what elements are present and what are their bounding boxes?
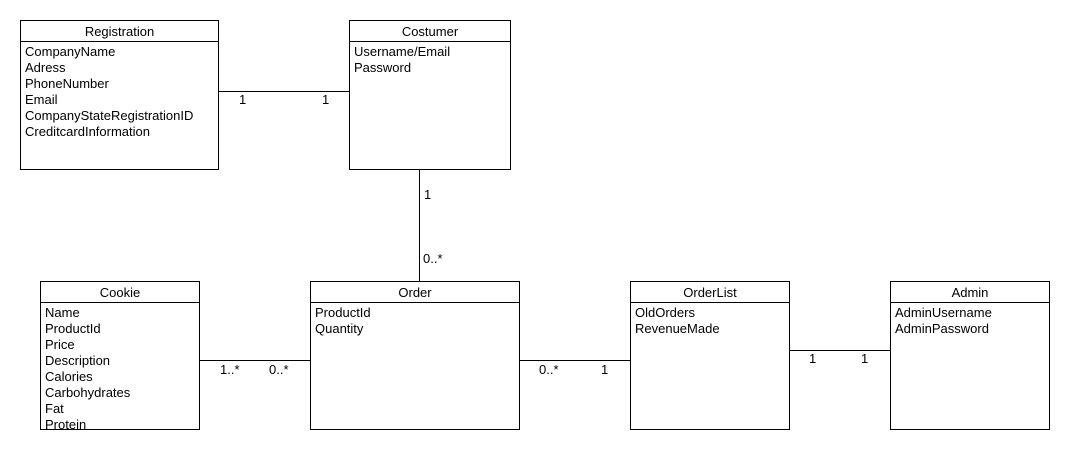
attribute-admin-password: AdminPassword xyxy=(895,321,989,336)
multiplicity-cookie-end: 1..* xyxy=(220,362,240,377)
attribute-quantity: Quantity xyxy=(315,321,364,336)
class-name-orderlist: OrderList xyxy=(631,282,789,303)
attribute-password: Password xyxy=(354,60,412,75)
multiplicity-registration-end: 1 xyxy=(239,92,247,107)
attribute-fat: Fat xyxy=(45,401,64,416)
class-name-admin: Admin xyxy=(891,282,1049,303)
attribute-phone-number: PhoneNumber xyxy=(25,76,109,91)
attribute-calories: Calories xyxy=(45,369,93,384)
multiplicity-order-end: 0..* xyxy=(423,251,443,266)
multiplicity-costumer-end: 1 xyxy=(322,92,330,107)
attribute-list-costumer: Username/Email Password xyxy=(350,42,510,76)
class-name-order: Order xyxy=(311,282,519,303)
attribute-product-id: ProductId xyxy=(45,321,101,336)
multiplicity-orderlist-end: 1 xyxy=(809,351,817,366)
multiplicity-costumer-end: 1 xyxy=(424,187,432,202)
class-registration[interactable]: Registration CompanyName Adress PhoneNum… xyxy=(20,20,219,170)
class-cookie[interactable]: Cookie Name ProductId Price Description … xyxy=(40,281,200,430)
multiplicity-order-end: 0..* xyxy=(269,362,289,377)
multiplicity-order-end: 0..* xyxy=(539,362,559,377)
attribute-list-registration: CompanyName Adress PhoneNumber Email Com… xyxy=(21,42,218,140)
class-name-costumer: Costumer xyxy=(350,21,510,42)
attribute-list-cookie: Name ProductId Price Description Calorie… xyxy=(41,303,199,430)
class-costumer[interactable]: Costumer Username/Email Password xyxy=(349,20,511,170)
multiplicity-admin-end: 1 xyxy=(861,351,869,366)
attribute-old-orders: OldOrders xyxy=(635,305,695,320)
class-orderlist[interactable]: OrderList OldOrders RevenueMade xyxy=(630,281,790,430)
attribute-revenue-made: RevenueMade xyxy=(635,321,720,336)
attribute-list-order: ProductId Quantity xyxy=(311,303,519,337)
attribute-list-orderlist: OldOrders RevenueMade xyxy=(631,303,789,337)
class-name-cookie: Cookie xyxy=(41,282,199,303)
attribute-company-name: CompanyName xyxy=(25,44,116,59)
attribute-company-state-registration-id: CompanyStateRegistrationID xyxy=(25,108,194,123)
class-order[interactable]: Order ProductId Quantity xyxy=(310,281,520,430)
class-name-registration: Registration xyxy=(21,21,218,42)
attribute-protein: Protein xyxy=(45,417,87,430)
class-admin[interactable]: Admin AdminUsername AdminPassword xyxy=(890,281,1050,430)
attribute-adress: Adress xyxy=(25,60,66,75)
attribute-list-admin: AdminUsername AdminPassword xyxy=(891,303,1049,337)
attribute-email: Email xyxy=(25,92,58,107)
attribute-carbohydrates: Carbohydrates xyxy=(45,385,131,400)
attribute-username-email: Username/Email xyxy=(354,44,451,59)
multiplicity-orderlist-end: 1 xyxy=(601,362,609,377)
attribute-price: Price xyxy=(45,337,75,352)
attribute-admin-username: AdminUsername xyxy=(895,305,992,320)
attribute-description: Description xyxy=(45,353,111,368)
attribute-name: Name xyxy=(45,305,80,320)
attribute-creditcard-information: CreditcardInformation xyxy=(25,124,150,139)
attribute-product-id: ProductId xyxy=(315,305,371,320)
